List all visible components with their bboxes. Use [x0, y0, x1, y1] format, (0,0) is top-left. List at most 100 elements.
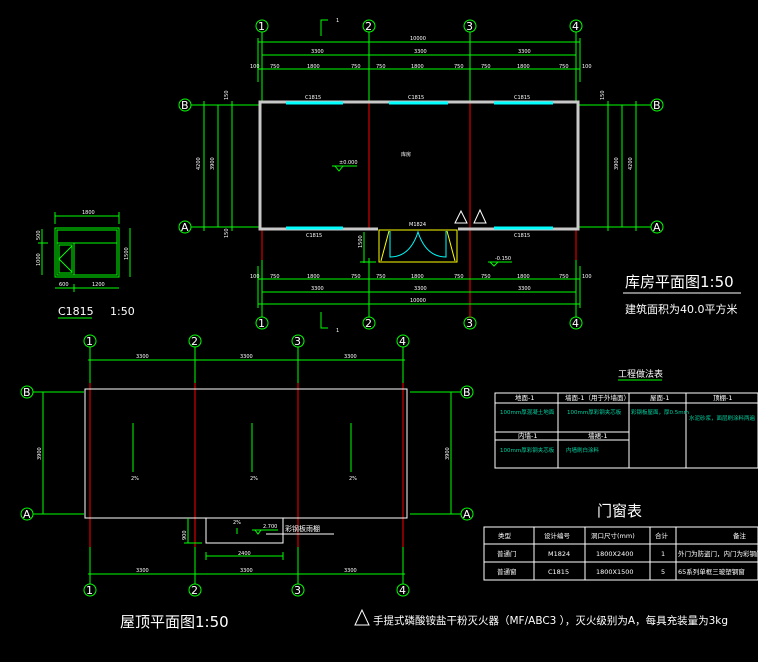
label-text: 类型: [498, 531, 512, 540]
drawing-line: [257, 38, 581, 82]
label-text: 3300: [311, 49, 324, 55]
label-text: ±0.000: [339, 160, 358, 166]
drawing-line: [360, 232, 376, 263]
drawing-line: [38, 212, 131, 292]
label-text: 2%: [131, 476, 139, 482]
bottom-segment-dims: 100 750 1800 750 750 1800 750 750 1800 7…: [250, 274, 592, 280]
label-text: 3: [466, 20, 473, 33]
label-text: 100mm厚彩钢夹芯板: [567, 408, 622, 416]
floor-plan-title: 库房平面图: [625, 273, 700, 291]
label-text: 900: [182, 530, 188, 540]
label-text: 150: [600, 90, 606, 100]
label-text: 2: [191, 584, 198, 597]
label-text: 1800: [517, 64, 530, 70]
label-text: 3300: [311, 286, 324, 292]
label-text: 墙裙-1: [588, 431, 607, 440]
room-label: 库房: [401, 151, 411, 158]
label-text: 750: [454, 274, 464, 280]
label-text: 1800: [82, 210, 95, 216]
label-text: 3900: [210, 157, 216, 170]
label-text: 1800: [307, 64, 320, 70]
floor-plan: 1 2 3 4 1 2 3 4 B A B A 1 1 10000 3300 3…: [178, 18, 741, 334]
label-text: 1:50: [110, 305, 135, 318]
label-text: 3300: [414, 286, 427, 292]
extinguisher-note: 手提式磷酸铵盐干粉灭火器（MF/ABC3 ），灭火级别为A，每具充装量为3kg: [354, 608, 728, 627]
label-text: 10000: [410, 298, 426, 304]
label-text: 1800: [411, 64, 424, 70]
label-text: 750: [559, 274, 569, 280]
building-walls: [258, 100, 580, 231]
drawing-line: [332, 165, 357, 172]
label-text: 顶棚-1: [713, 393, 732, 402]
label-text: 750: [351, 274, 361, 280]
label-text: 2: [191, 335, 198, 348]
drawing-line: [56, 229, 118, 276]
roof-plan: 1 2 3 4 1 2 3 4 B A B A 3300 3300 3300 3…: [20, 334, 474, 631]
label-text: 750: [376, 64, 386, 70]
windows: [286, 101, 553, 230]
label-text: 1: [336, 328, 339, 334]
label-text: 100: [250, 274, 260, 280]
label-text: 750: [270, 274, 280, 280]
label-text: C1815: [514, 95, 530, 101]
label-text: B: [23, 386, 31, 399]
drawing-line: [494, 392, 758, 469]
drawing-line: [203, 101, 637, 231]
label-text: -0.150: [495, 256, 511, 262]
top-segment-dims: 100 750 1800 750 750 1800 750 750 1800 7…: [250, 64, 592, 70]
label-text: 工程做法表: [618, 368, 663, 380]
label-text: 3300: [414, 49, 427, 55]
drawing-line: [380, 230, 456, 262]
table-row: 普通窗 C1815 1800X1500 5 65系列单框三玻塑钢窗: [497, 567, 745, 576]
drawing-line: [54, 227, 120, 278]
drawing-line: [89, 383, 404, 547]
label-text: C1815: [548, 568, 569, 576]
label-text: 1000: [36, 253, 42, 266]
drawing-line: [378, 229, 458, 263]
label-text: 彩钢板屋面，厚0.5mm: [631, 408, 689, 416]
label-text: 外门为防盗门，内门为彩钢门: [678, 549, 758, 558]
label-text: 3900: [445, 447, 451, 460]
label-text: C1815: [305, 95, 321, 101]
label-text: 3900: [37, 447, 43, 460]
label-text: 水泥砂浆，面层刷涂料两遍: [689, 414, 756, 422]
label-text: 150: [224, 228, 230, 238]
label-text: B: [653, 99, 661, 112]
label-text: 1500: [124, 247, 130, 260]
label-text: 500: [36, 230, 42, 240]
label-text: 洞口尺寸(mm): [591, 531, 635, 540]
label-text: 2: [365, 317, 372, 330]
label-text: 手提式磷酸铵盐干粉灭火器（MF/ABC3 ），灭火级别为A，每具充装量为3kg: [373, 614, 728, 627]
label-text: C1815: [514, 233, 530, 239]
label-text: 100: [250, 64, 260, 70]
label-text: 3300: [136, 568, 149, 574]
label-text: 普通窗: [497, 567, 517, 576]
label-text: A: [23, 508, 31, 521]
label-text: C1815: [58, 305, 94, 318]
label-text: 10000: [410, 36, 426, 42]
label-text: A: [463, 508, 471, 521]
label-text: 100: [582, 64, 592, 70]
roof-plan-title: 屋顶平面图: [120, 613, 195, 631]
label-text: 1800: [307, 274, 320, 280]
label-text: 100: [582, 274, 592, 280]
elevation-marker-out: -0.150: [488, 256, 512, 267]
label-text: 3: [294, 584, 301, 597]
label-text: 4: [572, 20, 579, 33]
label-text: 4200: [196, 157, 202, 170]
label-text: M1824: [409, 222, 426, 228]
label-text: 4: [399, 335, 406, 348]
label-text: 5: [661, 568, 665, 576]
label-text: 2%: [250, 476, 258, 482]
label-text: 2400: [238, 551, 251, 557]
label-text: 合计: [655, 531, 669, 540]
label-text: 3300: [240, 568, 253, 574]
door-m1824: M1824: [378, 222, 458, 263]
label-text: 备注: [733, 531, 747, 540]
label-text: 地面-1: [515, 393, 534, 402]
label-text: 100mm厚彩钢夹芯板: [500, 446, 555, 454]
label-text: M1824: [548, 550, 570, 558]
label-text: 3300: [136, 354, 149, 360]
drawing-line: [33, 347, 461, 584]
label-text: 1800X2400: [596, 550, 634, 558]
